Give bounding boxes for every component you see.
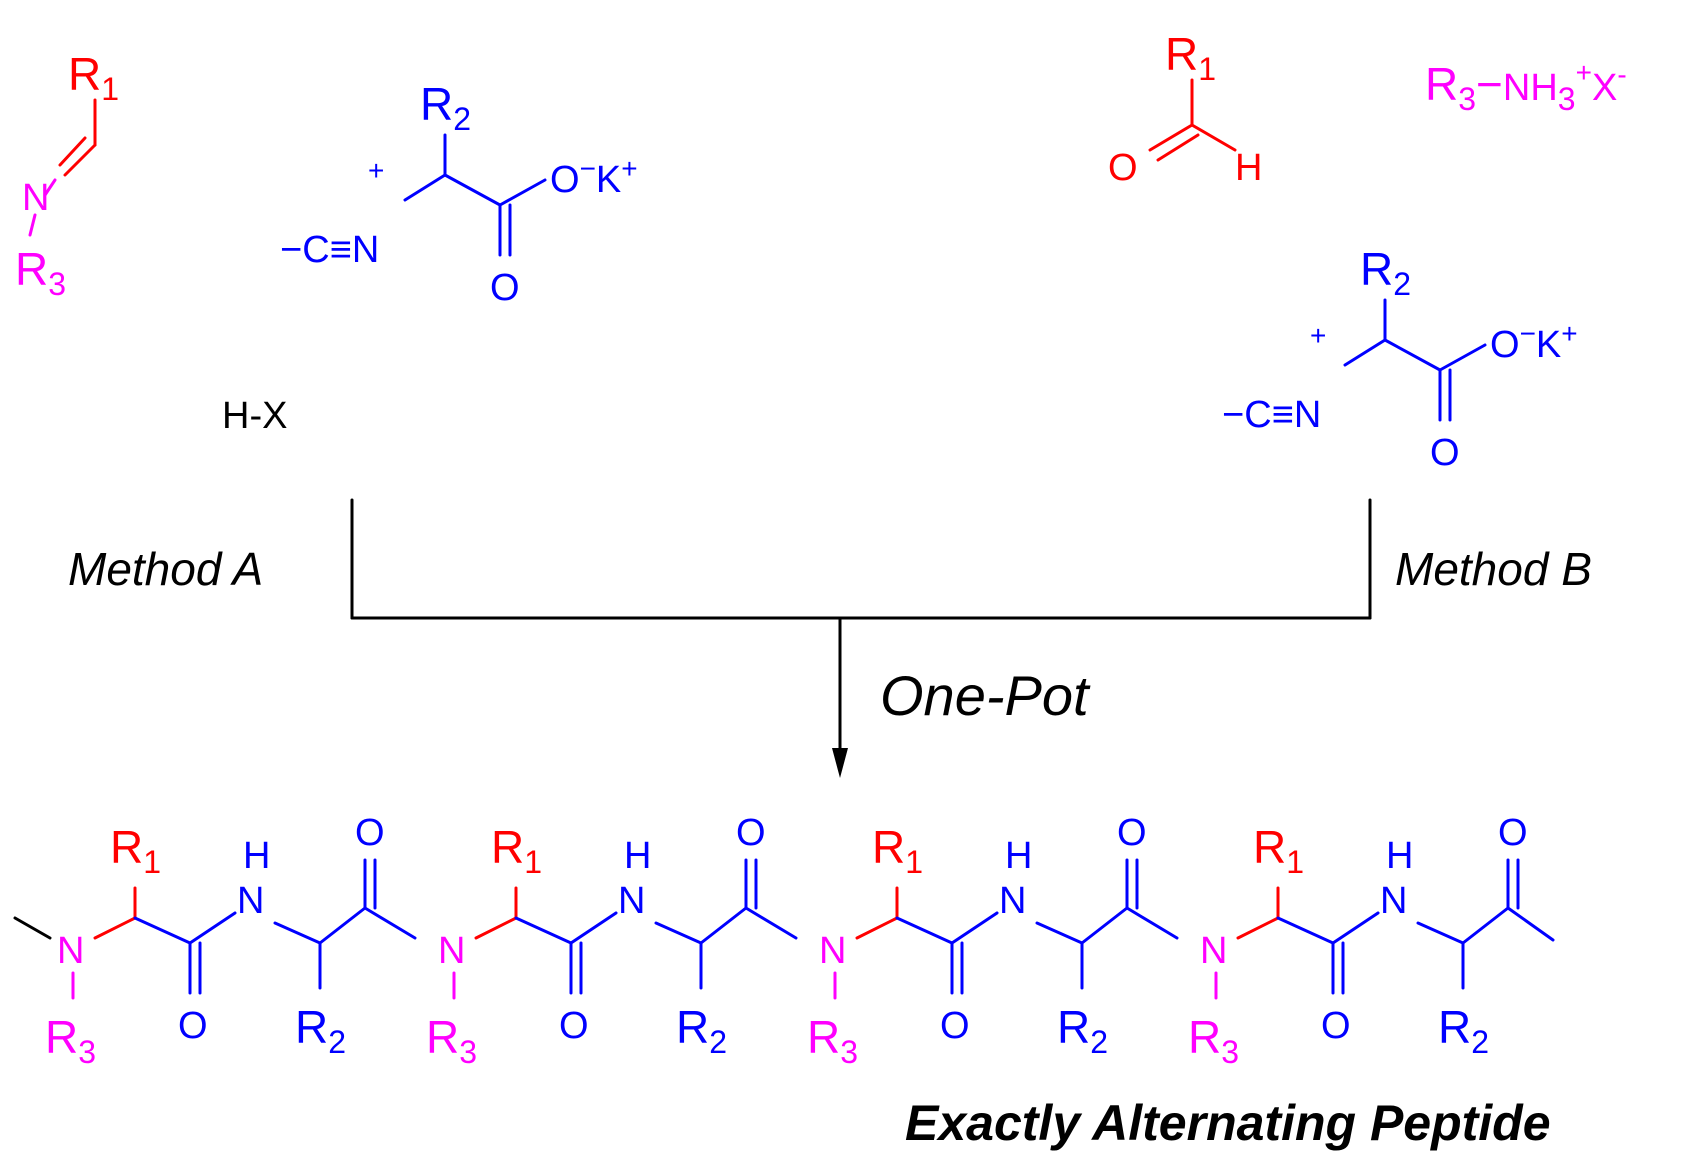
nh-ca2-bond — [1035, 921, 1084, 945]
product-nh-h-label: H — [624, 835, 651, 877]
product-r1-label: R1 — [872, 821, 923, 880]
nh-ca2-bond — [1416, 921, 1465, 945]
product-r1-label: R1 — [491, 821, 542, 880]
terminal-methyl-bond-2 — [1506, 906, 1555, 942]
imine-n-label: N — [22, 177, 49, 219]
aldehyde-reactant: R1 O H — [1108, 28, 1262, 189]
n-ca-bond — [474, 916, 518, 940]
iso-a-isocyanide-label: −C≡N — [280, 229, 379, 271]
product-r2-label: R2 — [676, 1001, 727, 1060]
product-r2-label: R2 — [1438, 1001, 1489, 1060]
product-title: Exactly Alternating Peptide — [905, 1095, 1551, 1151]
ca-co-bond — [133, 916, 192, 945]
imine-r1-label: R1 — [68, 48, 119, 107]
co2-n-bond — [1125, 906, 1179, 940]
iso-a-plus-label: + — [368, 155, 384, 186]
hx-label: H-X — [222, 395, 287, 437]
aldehyde-r1-label: R1 — [1165, 28, 1216, 87]
convergence-bracket — [350, 498, 1372, 778]
n-ca-bond — [855, 916, 899, 940]
co2-n-bond — [744, 906, 798, 940]
product-n-label: N — [438, 930, 465, 972]
iso-b-o-label: O — [1430, 432, 1460, 474]
ca-co-bond — [1276, 916, 1335, 945]
ca2-co2-bond — [318, 906, 367, 945]
method-a-label: Method A — [68, 543, 263, 595]
ca2-co2-bond — [1461, 906, 1510, 945]
isocyanide-salt-a: R2 −C≡N + O−K+ O — [280, 78, 638, 309]
alternating-peptide: NR3R1ONHR2ONR3R1ONHR2ONR3R1ONHR2ONR3R1ON… — [13, 812, 1555, 1070]
co-nh-bond — [569, 911, 618, 945]
product-nh-h-label: H — [1386, 835, 1413, 877]
product-nh-n-label: N — [237, 880, 264, 922]
product-r2-label: R2 — [1057, 1001, 1108, 1060]
product-o-label: O — [178, 1005, 208, 1047]
product-r3-label: R3 — [807, 1011, 858, 1070]
product-o2-label: O — [1117, 812, 1147, 854]
iso-b-carboxylate-label: O−K+ — [1490, 318, 1578, 366]
iso-a-r2-label: R2 — [420, 78, 471, 137]
product-o-label: O — [1321, 1005, 1351, 1047]
product-o-label: O — [940, 1005, 970, 1047]
imine-r3-label: R3 — [15, 243, 66, 302]
product-r1-label: R1 — [1253, 821, 1304, 880]
nh-ca2-bond — [654, 921, 703, 945]
iso-a-carboxylate-label: O−K+ — [550, 153, 638, 201]
aldehyde-o-label: O — [1108, 147, 1138, 189]
product-n-label: N — [1200, 930, 1227, 972]
product-nh-n-label: N — [618, 880, 645, 922]
iso-b-isocyanide-label: −C≡N — [1222, 394, 1321, 436]
imine-reactant: R1 N R3 — [15, 48, 119, 302]
isocyanide-salt-b: R2 −C≡N + O−K+ O — [1222, 243, 1578, 474]
product-r3-label: R3 — [45, 1011, 96, 1070]
ca2-co2-bond — [1080, 906, 1129, 945]
iso-b-r2-label: R2 — [1360, 243, 1411, 302]
product-n-label: N — [819, 930, 846, 972]
iso-a-o-label: O — [490, 267, 520, 309]
method-b-label: Method B — [1395, 543, 1592, 595]
product-nh-h-label: H — [1005, 835, 1032, 877]
product-nh-h-label: H — [243, 835, 270, 877]
product-r1-label: R1 — [110, 821, 161, 880]
product-o-label: O — [559, 1005, 589, 1047]
arrow-head-icon — [832, 748, 848, 778]
product-nh-n-label: N — [999, 880, 1026, 922]
product-r3-label: R3 — [426, 1011, 477, 1070]
n-ca-bond — [1236, 916, 1280, 940]
ca-co-bond — [514, 916, 573, 945]
product-o2-label: O — [1498, 812, 1528, 854]
ca-co-bond — [895, 916, 954, 945]
n-ca-bond — [93, 916, 137, 940]
aldehyde-h-label: H — [1235, 147, 1262, 189]
one-pot-label: One-Pot — [880, 664, 1091, 727]
co-nh-bond — [188, 911, 237, 945]
product-n-label: N — [57, 930, 84, 972]
product-o2-label: O — [355, 812, 385, 854]
ammonium-salt-label: R3−NH3+X- — [1425, 57, 1627, 117]
nh-ca2-bond — [273, 921, 322, 945]
ca2-co2-bond — [699, 906, 748, 945]
product-r2-label: R2 — [295, 1001, 346, 1060]
product-nh-n-label: N — [1380, 880, 1407, 922]
co2-n-bond — [363, 906, 417, 940]
co-nh-bond — [1331, 911, 1380, 945]
co-nh-bond — [950, 911, 999, 945]
iso-b-plus-label: + — [1310, 320, 1326, 351]
product-o2-label: O — [736, 812, 766, 854]
terminal-methyl-bond — [13, 916, 52, 940]
product-r3-label: R3 — [1188, 1011, 1239, 1070]
